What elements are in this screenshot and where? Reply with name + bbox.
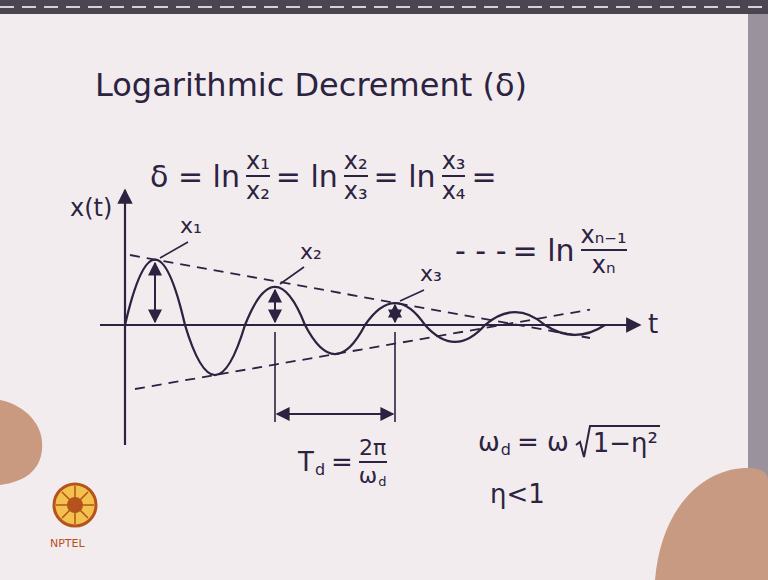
period-formula: ω <box>359 464 377 488</box>
text-group: NPTEL <box>50 538 85 550</box>
period-tick <box>394 332 396 422</box>
text-group: x(t) <box>70 195 112 221</box>
damped-wave <box>125 260 605 376</box>
equation-term: x₂ <box>344 148 368 174</box>
equation-term: = ln <box>276 160 338 193</box>
leader-line <box>160 242 188 258</box>
frequency-formula: ω <box>478 428 500 457</box>
period-tick <box>274 332 276 422</box>
fraction-bar <box>581 249 627 251</box>
subscripted-symbol: ωd <box>359 464 387 488</box>
period-formula: = <box>331 448 353 477</box>
band-dashes <box>0 6 768 8</box>
condition-text: η<1 <box>490 480 545 509</box>
equation-term: x₃ <box>442 148 466 174</box>
axis-label: x(t) <box>70 195 112 221</box>
subscripted-symbol: ωd <box>478 428 511 457</box>
hand <box>655 468 768 580</box>
top-band <box>0 0 768 14</box>
amplitude-arrow <box>154 263 156 322</box>
logo <box>54 484 96 526</box>
equation-term: = ln <box>374 160 436 193</box>
frequency-formula: = ω <box>517 428 569 457</box>
equation-term: xₙ <box>592 252 616 278</box>
text-group: x₃ <box>420 262 442 286</box>
slide-title: Logarithmic Decrement (δ) <box>95 68 527 103</box>
subscripted-symbol: Td <box>298 448 325 477</box>
time-axis <box>100 324 640 326</box>
text-group: η<1 <box>490 480 545 509</box>
leader-line <box>280 267 304 284</box>
fraction: x₂ x₃ <box>344 148 368 205</box>
fraction-bar <box>359 461 387 463</box>
radical-sign <box>575 425 591 459</box>
text-group: t <box>648 310 658 339</box>
fraction-bar <box>246 175 270 177</box>
lower-envelope <box>135 310 590 389</box>
equation-term: x₃ <box>344 178 368 204</box>
text-group: - - -= lnxₙ₋₁ xₙ <box>455 222 627 279</box>
equation-term: x₂ <box>246 178 270 204</box>
amplitude-label: x₃ <box>420 262 442 286</box>
text-group: Td=2πωd <box>298 436 387 488</box>
period-formula: d <box>315 461 325 479</box>
axis-label: t <box>648 310 658 339</box>
equation-term: = <box>471 160 496 193</box>
equation-term: x₄ <box>442 178 466 204</box>
frequency-formula: 1−η² <box>591 425 660 459</box>
fraction: xₙ₋₁ xₙ <box>581 222 627 279</box>
period-dimension <box>277 413 393 415</box>
amplitude-label: x₁ <box>180 214 202 238</box>
amplitude-label: x₂ <box>300 240 322 264</box>
fraction: 2π ωd <box>359 436 387 488</box>
logo-text: NPTEL <box>50 538 85 550</box>
period-formula: T <box>298 448 314 477</box>
frequency-formula: d <box>501 441 511 459</box>
leader-line <box>400 290 424 301</box>
text-group: x₂ <box>300 240 322 264</box>
equation-term: xₙ₋₁ <box>581 222 627 248</box>
upper-envelope <box>130 255 590 338</box>
amplitude-arrow <box>274 290 276 322</box>
hand <box>0 400 42 485</box>
period-formula: 2π <box>359 436 386 460</box>
period-formula: d <box>378 475 386 489</box>
fraction: x₃ x₄ <box>442 148 466 205</box>
text-group: δ = lnx₁x₂= lnx₂x₃= lnx₃x₄= <box>150 148 497 205</box>
text-group: x₁ <box>180 214 202 238</box>
fraction-bar <box>344 175 368 177</box>
fraction: x₁ x₂ <box>246 148 270 205</box>
equation-term: = ln <box>513 234 575 267</box>
equation-term: δ = ln <box>150 160 240 193</box>
fraction-bar <box>442 175 466 177</box>
equation-term: - - - <box>455 234 507 267</box>
square-root: 1−η² <box>575 425 660 459</box>
text-group: ωd= ω1−η² <box>478 425 660 459</box>
equation-term: x₁ <box>246 148 270 174</box>
amplitude-arrow <box>394 305 396 322</box>
